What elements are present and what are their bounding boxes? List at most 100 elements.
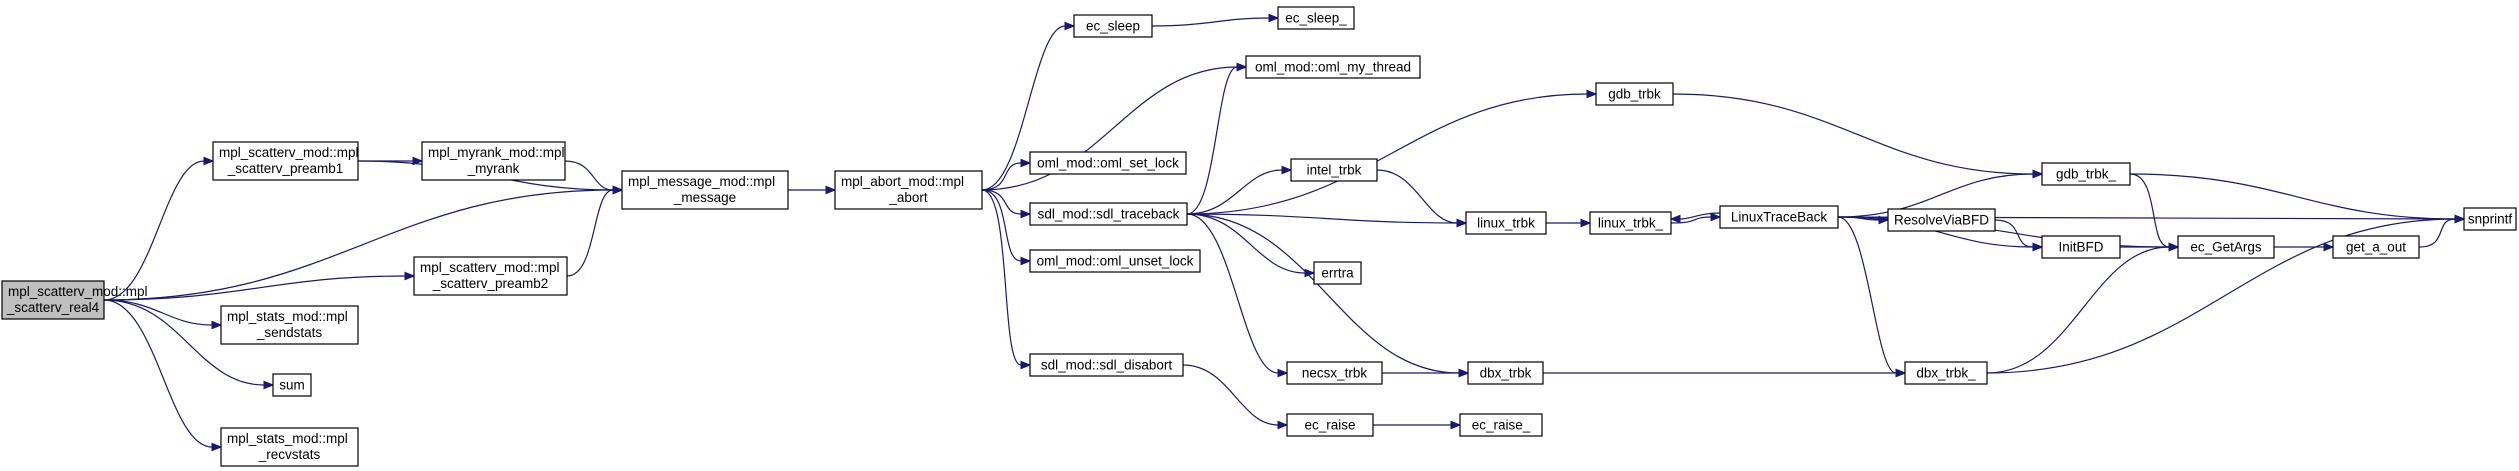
node-myrank[interactable]: mpl_myrank_mod::mpl_myrank <box>421 141 566 181</box>
node-dbx_trbk_[interactable]: dbx_trbk_ <box>1904 361 1988 385</box>
edge-sdl_traceback-to-dbx_trbk <box>1186 213 1470 378</box>
node-InitBFD[interactable]: InitBFD <box>2041 235 2121 259</box>
node-dbx_trbk[interactable]: dbx_trbk <box>1467 361 1544 385</box>
node-errtra[interactable]: errtra <box>1313 261 1362 285</box>
node-sdl_disabort[interactable]: sdl_mod::sdl_disabort <box>1029 353 1184 377</box>
node-box <box>834 170 983 210</box>
node-ec_GetArgs[interactable]: ec_GetArgs <box>2177 235 2275 259</box>
node-abort[interactable]: mpl_abort_mod::mpl_abort <box>834 170 983 210</box>
node-preamb2[interactable]: mpl_scatterv_mod::mpl_scatterv_preamb2 <box>413 256 568 296</box>
node-LinuxTraceBack[interactable]: LinuxTraceBack <box>1719 205 1839 229</box>
node-label: _scatterv_preamb2 <box>432 276 549 291</box>
node-label: mpl_stats_mod::mpl <box>227 309 348 324</box>
edge-line <box>981 189 1022 215</box>
node-ResolveViaBFD[interactable]: ResolveViaBFD <box>1887 208 1996 232</box>
node-label: oml_mod::oml_my_thread <box>1255 60 1411 75</box>
node-label: _abort <box>888 190 928 205</box>
node-necsx_trbk[interactable]: necsx_trbk <box>1286 361 1383 385</box>
arrow-head-icon <box>1020 209 1032 219</box>
node-get_a_out[interactable]: get_a_out <box>2332 235 2420 259</box>
edge-line <box>1186 169 1283 215</box>
node-box <box>1029 151 1187 175</box>
node-root[interactable]: mpl_scatterv_mod::mpl_scatterv_real4 <box>1 280 148 320</box>
edge-root-to-sum <box>103 299 275 390</box>
arrow-head-icon <box>1458 368 1470 378</box>
edge-line <box>1837 216 1897 374</box>
node-ec_sleep_[interactable]: ec_sleep_ <box>1277 6 1355 30</box>
node-ec_sleep[interactable]: ec_sleep <box>1073 14 1153 38</box>
edge-line <box>1679 212 1721 220</box>
node-oml_set_lock[interactable]: oml_mod::oml_set_lock <box>1029 151 1187 175</box>
node-label: sdl_mod::sdl_disabort <box>1041 358 1173 373</box>
node-box <box>2041 235 2121 259</box>
edge-abort-to-ec_sleep <box>981 21 1076 191</box>
edge-abort-to-sdl_traceback <box>981 189 1032 219</box>
node-label: intel_trbk <box>1307 163 1362 178</box>
node-label: mpl_stats_mod::mpl <box>227 431 348 446</box>
edge-abort-to-oml_unset_lock <box>981 189 1032 266</box>
node-recvstats[interactable]: mpl_stats_mod::mpl_recvstats <box>220 427 359 467</box>
node-box <box>1073 14 1153 38</box>
node-box <box>1286 361 1383 385</box>
edge-line <box>1986 218 2456 374</box>
node-gdb_trbk[interactable]: gdb_trbk <box>1595 82 1674 106</box>
edge-line <box>1376 169 1458 224</box>
edge-root-to-recvstats <box>103 299 223 452</box>
arrow-head-icon <box>1020 158 1032 168</box>
node-label: necsx_trbk <box>1302 366 1368 381</box>
node-box <box>1313 261 1362 285</box>
node-sendstats[interactable]: mpl_stats_mod::mpl_sendstats <box>220 305 359 345</box>
arrow-head-icon <box>1277 368 1289 378</box>
node-oml_my_thread[interactable]: oml_mod::oml_my_thread <box>1245 55 1421 79</box>
node-sum[interactable]: sum <box>272 373 312 397</box>
node-ec_raise_[interactable]: ec_raise_ <box>1459 413 1543 437</box>
arrow-head-icon <box>211 442 223 452</box>
edge-line <box>103 275 406 301</box>
edge-line <box>1186 213 1279 374</box>
node-label: errtra <box>1321 266 1354 281</box>
arrow-head-icon <box>1281 165 1293 175</box>
edge-line <box>2129 173 2456 220</box>
node-label: _scatterv_real4 <box>6 300 100 315</box>
node-label: sdl_mod::sdl_traceback <box>1038 207 1180 222</box>
node-sdl_traceback[interactable]: sdl_mod::sdl_traceback <box>1029 202 1188 226</box>
node-intel_trbk[interactable]: intel_trbk <box>1290 158 1378 182</box>
edge-line <box>1186 213 1460 374</box>
edge-dbx_trbk-to-dbx_trbk_ <box>1543 368 1907 378</box>
node-linux_trbk_[interactable]: linux_trbk_ <box>1589 211 1672 235</box>
node-box <box>1029 202 1188 226</box>
node-oml_unset_lock[interactable]: oml_mod::oml_unset_lock <box>1029 249 1201 273</box>
node-snprintf[interactable]: snprintf <box>2463 207 2517 231</box>
edge-line <box>1672 93 2034 175</box>
node-box <box>2463 207 2517 231</box>
node-label: dbx_trbk <box>1480 366 1532 381</box>
node-message[interactable]: mpl_message_mod::mpl_message <box>621 170 789 210</box>
arrow-head-icon <box>1580 218 1592 228</box>
edge-line <box>566 189 614 277</box>
arrow-head-icon <box>2323 242 2335 252</box>
arrow-head-icon <box>211 320 223 330</box>
arrow-head-icon <box>1710 212 1722 222</box>
node-linux_trbk[interactable]: linux_trbk <box>1465 211 1547 235</box>
edge-ec_GetArgs-to-get_a_out <box>2274 242 2335 252</box>
node-box <box>220 305 359 345</box>
node-preamb1[interactable]: mpl_scatterv_mod::mpl_scatterv_preamb1 <box>212 141 359 181</box>
arrow-head-icon <box>1895 368 1907 378</box>
edge-LinuxTraceBack-to-linux_trbk_ <box>1669 212 1721 224</box>
node-gdb_trbk_[interactable]: gdb_trbk_ <box>2041 162 2131 186</box>
node-label: mpl_abort_mod::mpl <box>841 174 964 189</box>
edge-linux_trbk-to-linux_trbk_ <box>1545 218 1592 228</box>
node-label: get_a_out <box>2346 240 2406 255</box>
node-box <box>2332 235 2420 259</box>
node-box <box>1029 353 1184 377</box>
edge-abort-to-sdl_disabort <box>981 189 1032 370</box>
edge-root-to-preamb2 <box>103 271 416 301</box>
edge-root-to-sendstats <box>103 299 223 330</box>
node-label: mpl_scatterv_mod::mpl <box>219 145 359 160</box>
edge-line <box>1670 216 1712 224</box>
node-label: _message <box>673 190 736 205</box>
node-ec_raise[interactable]: ec_raise <box>1286 413 1374 437</box>
edge-line <box>103 299 213 448</box>
arrow-head-icon <box>412 156 424 166</box>
arrow-head-icon <box>612 185 624 195</box>
